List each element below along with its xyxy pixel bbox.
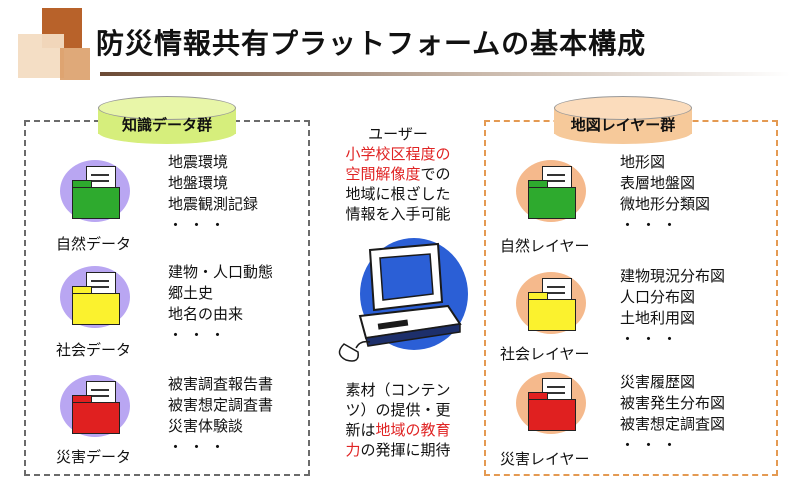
green-folder-icon — [516, 160, 586, 222]
list-item: 建物・人口動態 — [168, 263, 274, 281]
list-item: ・・・ — [168, 216, 232, 234]
page-title: 防災情報共有プラットフォームの基本構成 — [96, 27, 647, 60]
user-line: 地域に根ざした — [345, 185, 451, 203]
item-list: 建物・人口動態 郷土史 地名の由来 ・・・ — [168, 262, 273, 346]
category-label: 災害データ — [56, 448, 132, 466]
list-item: 災害履歴図 — [620, 373, 696, 391]
user-description: ユーザー 小学校区程度の 空間解像度での 地域に根ざした 情報を入手可能 — [316, 124, 480, 224]
red-folder-icon — [60, 375, 130, 437]
list-item: 地形図 — [620, 153, 666, 171]
list-item: 被害発生分布図 — [620, 394, 726, 412]
list-item: 微地形分類図 — [620, 195, 711, 213]
user-line: 情報を入手可能 — [345, 205, 451, 223]
list-item: 地震観測記録 — [168, 195, 259, 213]
list-item: ・・・ — [168, 438, 232, 456]
list-item: 郷土史 — [168, 284, 214, 302]
list-item: ・・・ — [620, 216, 684, 234]
yellow-folder-icon — [60, 266, 130, 328]
title-decoration — [60, 48, 90, 80]
item-list: 災害履歴図 被害発生分布図 被害想定調査図 ・・・ — [620, 372, 725, 456]
list-item: 建物現況分布図 — [620, 267, 726, 285]
user-heading: ユーザー — [368, 125, 428, 143]
content-line: ツ）の提供・更 — [345, 401, 451, 419]
list-item: ・・・ — [620, 330, 684, 348]
category-label: 社会データ — [56, 341, 132, 359]
list-item: ・・・ — [620, 436, 684, 454]
category-label: 自然データ — [56, 235, 132, 253]
title-decoration — [18, 34, 64, 78]
category-label: 社会レイヤー — [500, 345, 590, 363]
list-item: 地震環境 — [168, 153, 229, 171]
title-underline — [100, 72, 790, 76]
green-folder-icon — [60, 160, 130, 222]
list-item: 被害想定調査書 — [168, 396, 274, 414]
category-label: 災害レイヤー — [500, 450, 590, 468]
item-list: 地震環境 地盤環境 地震観測記録 ・・・ — [168, 152, 258, 236]
content-line: 新は地域の教育 — [345, 421, 451, 439]
map-layer-cylinder: 地図レイヤー群 — [554, 96, 692, 146]
list-item: 災害体験談 — [168, 417, 244, 435]
content-line: 力の発揮に期待 — [345, 441, 451, 459]
content-description: 素材（コンテン ツ）の提供・更 新は地域の教育 力の発揮に期待 — [316, 380, 480, 460]
list-item: ・・・ — [168, 326, 232, 344]
user-line: 空間解像度での — [345, 165, 451, 183]
category-label: 自然レイヤー — [500, 237, 590, 255]
item-list: 地形図 表層地盤図 微地形分類図 ・・・ — [620, 152, 710, 236]
map-layer-label: 地図レイヤー群 — [570, 116, 676, 134]
content-line: 素材（コンテン — [345, 381, 451, 399]
computer-icon — [338, 238, 468, 362]
user-line: 小学校区程度の — [345, 145, 451, 163]
item-list: 建物現況分布図 人口分布図 土地利用図 ・・・ — [620, 266, 725, 350]
knowledge-data-cylinder: 知識データ群 — [98, 96, 236, 146]
list-item: 表層地盤図 — [620, 174, 696, 192]
list-item: 土地利用図 — [620, 309, 696, 327]
red-folder-icon — [516, 372, 586, 434]
list-item: 被害想定調査図 — [620, 415, 726, 433]
list-item: 被害調査報告書 — [168, 375, 274, 393]
list-item: 地盤環境 — [168, 174, 229, 192]
list-item: 地名の由来 — [168, 305, 244, 323]
list-item: 人口分布図 — [620, 288, 696, 306]
item-list: 被害調査報告書 被害想定調査書 災害体験談 ・・・ — [168, 374, 273, 458]
knowledge-data-label: 知識データ群 — [121, 116, 212, 134]
yellow-folder-icon — [516, 272, 586, 334]
